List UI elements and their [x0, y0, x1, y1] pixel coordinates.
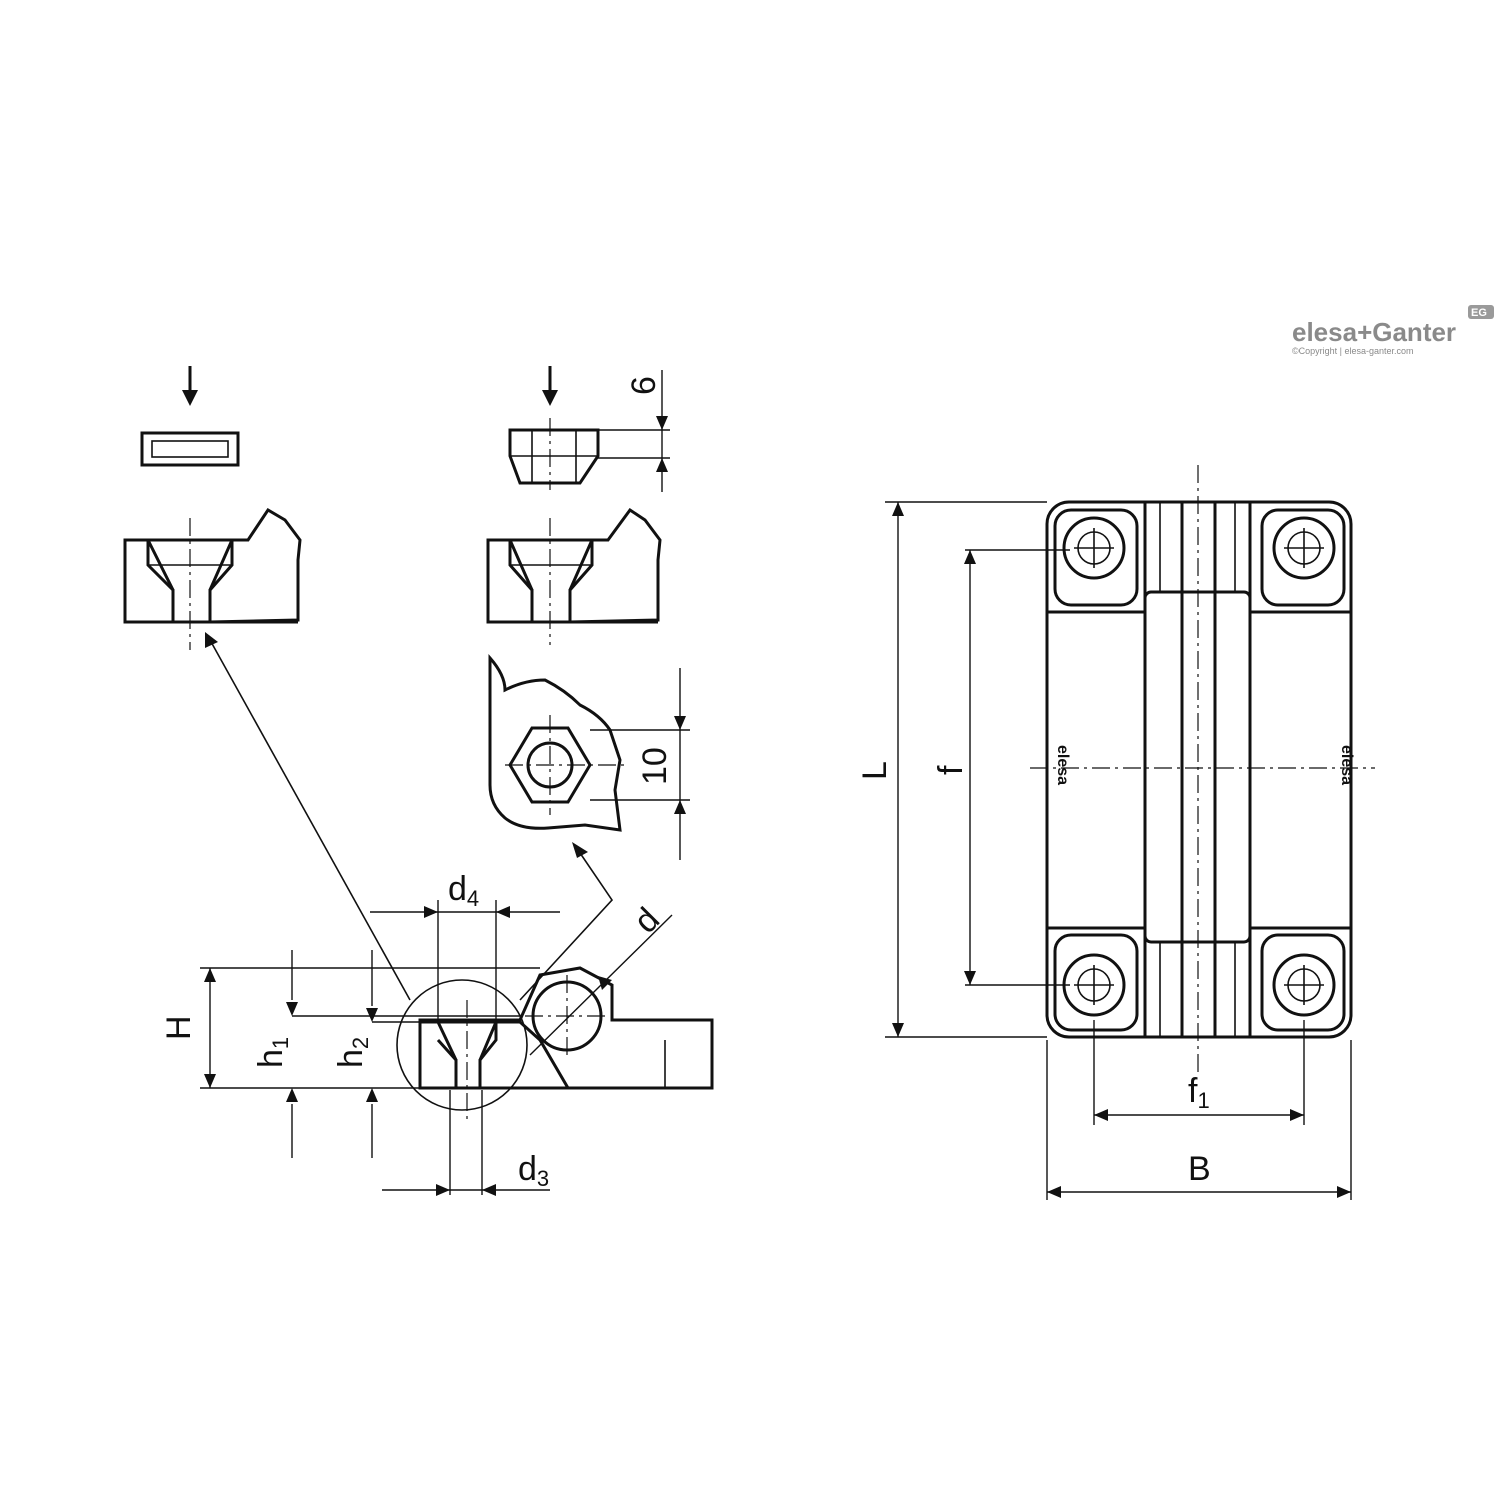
dim-H-arrow-top — [204, 968, 216, 982]
side-countersink — [436, 1020, 498, 1088]
dim-L-arrow-bottom — [892, 1023, 904, 1037]
brand-badge-icon — [1468, 305, 1494, 319]
dim-10-label: 10 — [636, 747, 674, 785]
dim-10-arrow-bottom — [674, 800, 686, 814]
dim-L-arrow-top — [892, 502, 904, 516]
embossed-mark-left: elesa — [1054, 745, 1071, 785]
side-hatch-right — [478, 1020, 571, 1090]
dim-d3-arrow-left — [436, 1184, 450, 1196]
detail-circle — [396, 979, 528, 1111]
mounting-hole-tr — [1260, 508, 1346, 607]
dim-f-arrow-top — [964, 550, 976, 564]
leader-to-detail-3 — [519, 849, 614, 1001]
mounting-hole-br — [1260, 933, 1346, 1032]
leader-to-detail-1 — [209, 639, 411, 1001]
dim-H-label: H — [160, 1015, 198, 1040]
dim-d4-arrow-left — [424, 906, 438, 918]
insert-arrow-head — [182, 390, 198, 406]
dim-6-label: 6 — [625, 376, 663, 395]
dim-h2-arrow-bottom — [366, 1088, 378, 1102]
detail-cap-plain — [123, 366, 302, 650]
pin-centerlines — [525, 975, 610, 1058]
dim-d4-lines — [370, 900, 560, 1022]
copyright-text: ©Copyright | elesa-ganter.com — [1292, 346, 1414, 356]
dim-h2-arrow-top — [366, 1008, 378, 1022]
leaf-separators — [1047, 610, 1351, 930]
section2-hatch-right — [568, 507, 662, 624]
dim-B-arrow-left — [1047, 1186, 1061, 1198]
dim-h2-label: h2 — [332, 1037, 373, 1068]
dim-d3-label: d3 — [518, 1150, 549, 1191]
section-outline — [123, 540, 298, 624]
brand-logo-text: elesa+Ganter — [1292, 317, 1456, 347]
detail-hex-view: 10 — [488, 654, 690, 860]
knuckle-edges — [1159, 502, 1236, 1037]
mounting-hole-tl — [1053, 508, 1139, 607]
dim-L-lines — [885, 501, 1047, 1038]
plain-cap — [140, 431, 240, 467]
dim-h1-lines — [291, 950, 520, 1158]
dim-6-arrow-bottom — [656, 458, 668, 472]
dim-f1-arrow-left — [1094, 1109, 1108, 1121]
dim-f-label: f — [932, 765, 970, 775]
hinge-side-view: H h1 h2 d4 d3 d — [160, 870, 714, 1196]
dim-f-arrow-bottom — [964, 971, 976, 985]
dim-B-label: B — [1188, 1150, 1211, 1188]
dim-B-arrow-right — [1337, 1186, 1351, 1198]
embossed-mark-right: elesa — [1338, 745, 1355, 785]
leader-arrow-1 — [205, 632, 218, 648]
mounting-hole-bl — [1053, 933, 1139, 1032]
dim-H-arrow-bottom — [204, 1074, 216, 1088]
dim-d-label: d — [627, 900, 667, 940]
pin-lines — [1180, 502, 1217, 1037]
hinge-outline — [1045, 500, 1353, 1039]
leader-arrow-3 — [572, 842, 588, 858]
dim-d4-arrow-right — [496, 906, 510, 918]
section-hatch-right — [208, 507, 302, 624]
dim-d3-lines — [382, 1090, 550, 1195]
dim-h1-arrow-top — [286, 1002, 298, 1016]
hex-centerlines — [505, 715, 625, 815]
insert-arrow-head-2 — [542, 390, 558, 406]
dim-6-arrow-top — [656, 416, 668, 430]
hinge-top-view: elesa elesa L f f1 B — [856, 465, 1375, 1200]
dim-H-lines — [200, 967, 540, 1089]
dim-10-lines — [590, 668, 690, 860]
dim-L-label: L — [856, 761, 894, 780]
hex-view-outline — [488, 654, 622, 832]
side-view-body — [418, 966, 714, 1090]
dim-d3-arrow-right — [482, 1184, 496, 1196]
dim-B-lines — [1046, 1040, 1352, 1200]
brand-logo: elesa+Ganter ©Copyright | elesa-ganter.c… — [1292, 305, 1494, 356]
brand-badge-text: EG — [1471, 307, 1487, 319]
dim-d-arrow — [598, 976, 612, 990]
dim-d4-label: d4 — [448, 870, 479, 911]
dim-h2-lines — [371, 950, 420, 1158]
dim-f-lines — [965, 549, 1070, 986]
dim-10-arrow-top — [674, 716, 686, 730]
dim-h1-label: h1 — [252, 1037, 293, 1068]
detail-cap-recessed: 6 — [486, 366, 670, 645]
countersink2-outline — [508, 538, 594, 622]
dim-f1-label: f1 — [1188, 1072, 1210, 1113]
dim-f1-arrow-right — [1290, 1109, 1304, 1121]
dim-f1-lines — [1093, 1020, 1305, 1125]
dim-h1-arrow-bottom — [286, 1088, 298, 1102]
plain-cap-inner — [151, 440, 229, 458]
section2-outline — [486, 540, 658, 624]
